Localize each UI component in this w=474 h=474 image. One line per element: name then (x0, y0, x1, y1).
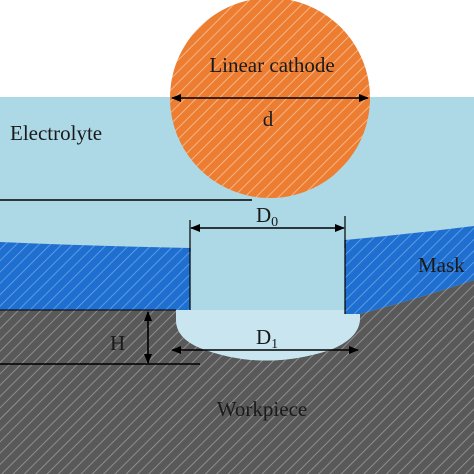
d0-subscript: 0 (271, 215, 278, 230)
mask-right (345, 226, 474, 314)
mask-left (0, 242, 190, 310)
d0-label: D0 (256, 203, 278, 230)
mask-label: Mask (418, 253, 465, 277)
mask-opening-outline (189, 240, 346, 314)
electrolyte-label: Electrolyte (10, 121, 102, 145)
workpiece-label: Workpiece (217, 397, 307, 421)
workpiece-region (0, 280, 474, 474)
depth-label: H (110, 331, 125, 355)
linear-cathode (170, 0, 370, 198)
d1-label: D1 (256, 325, 278, 352)
d0-main: D (256, 203, 271, 227)
d1-subscript: 1 (271, 337, 278, 352)
d1-main: D (256, 325, 271, 349)
cathode-label: Linear cathode (209, 53, 334, 77)
diameter-label: d (263, 107, 274, 131)
